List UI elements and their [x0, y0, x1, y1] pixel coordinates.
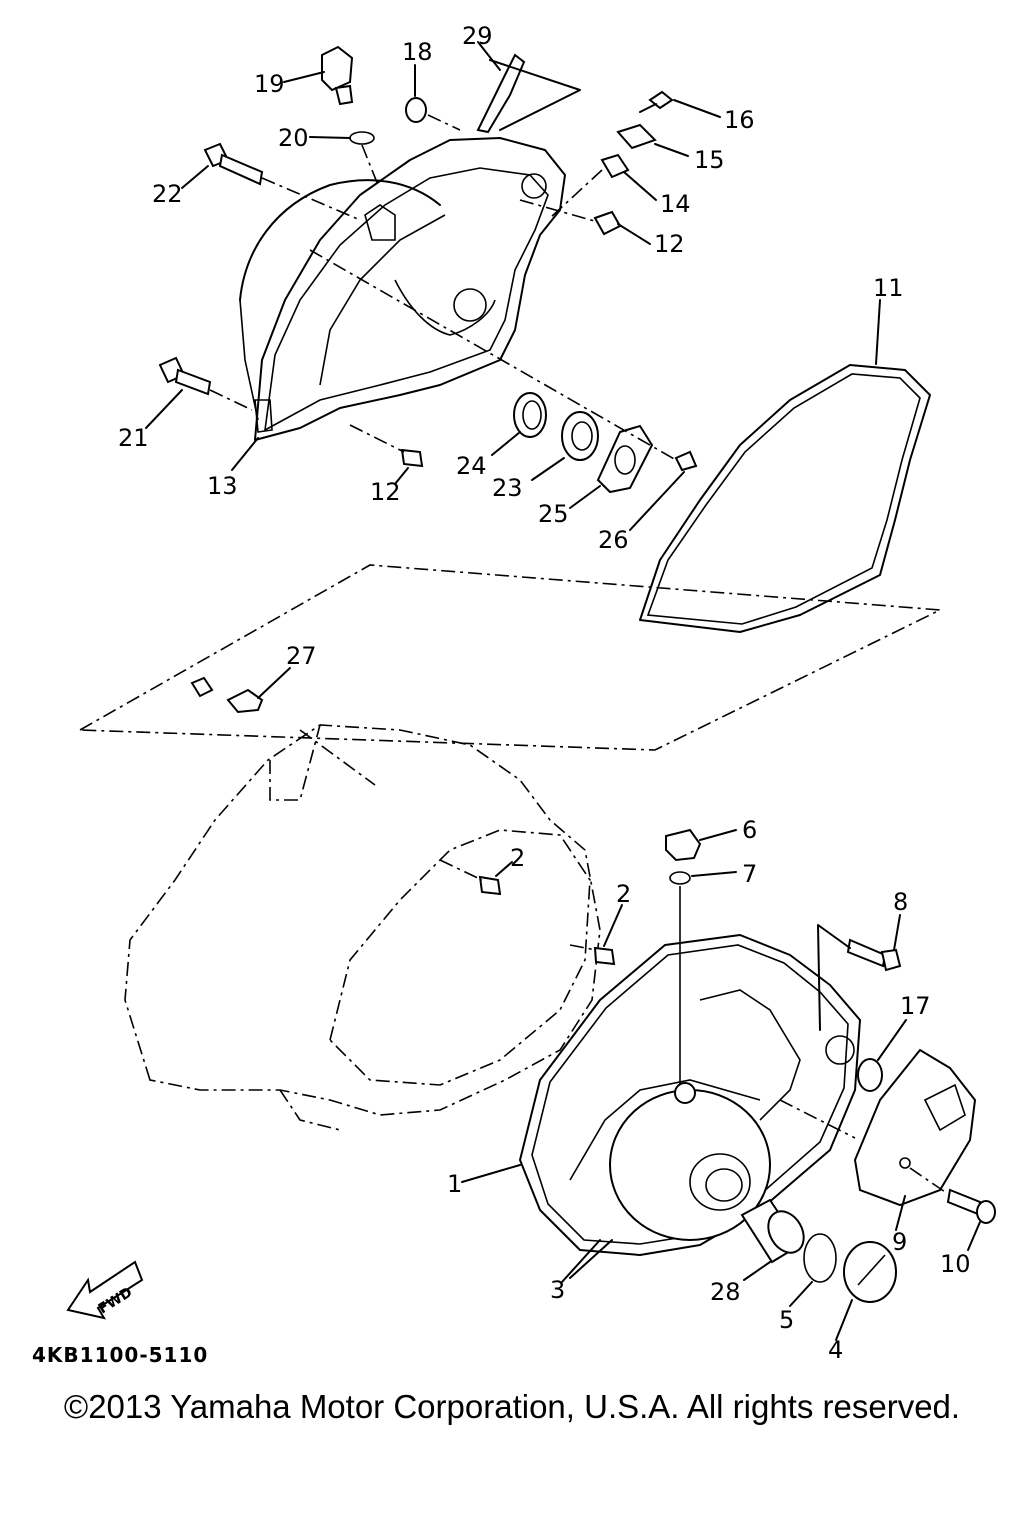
bolt-8 [817, 914, 902, 1031]
assembly-plane [77, 564, 943, 751]
sprocket-cover-9 [779, 1048, 977, 1231]
part-label-22: 22 [152, 180, 183, 208]
part-label-26: 26 [598, 526, 629, 554]
part-label-11: 11 [873, 274, 904, 302]
copyright-notice: ©2013 Yamaha Motor Corporation, U.S.A. A… [63, 1388, 961, 1425]
dowel-pin-2-b [569, 904, 623, 966]
part-label-10: 10 [940, 1250, 971, 1278]
part-label-20: 20 [278, 124, 309, 152]
washer-7 [669, 871, 737, 1085]
part-label-25: 25 [538, 500, 569, 528]
clamp-27 [190, 667, 291, 714]
o-ring-5 [789, 1233, 837, 1307]
bracket-29 [476, 41, 581, 134]
plate-25 [569, 424, 654, 509]
part-number-labels: 1 2 2 3 4 5 6 7 8 9 10 11 12 12 13 14 15… [118, 22, 971, 1364]
plug-4 [835, 1241, 897, 1341]
leader-3 [561, 1239, 601, 1283]
dowel-pin-12-lower [349, 424, 424, 485]
crankcase-cover-13 [239, 137, 566, 441]
screw-16 [639, 90, 721, 118]
crankcase-cover-1 [461, 934, 861, 1279]
collar-28 [740, 1198, 805, 1281]
grommet-14 [549, 153, 657, 219]
drain-plug-6 [665, 828, 737, 862]
fwd-arrow-icon: FWD [66, 1260, 144, 1320]
part-label-13: 13 [207, 472, 238, 500]
part-label-6: 6 [742, 816, 757, 844]
part-label-27: 27 [286, 642, 317, 670]
bolt-22 [181, 142, 361, 221]
oil-seal-24 [491, 392, 547, 456]
part-label-4: 4 [828, 1336, 843, 1364]
part-label-14: 14 [660, 190, 691, 218]
part-label-18: 18 [402, 38, 433, 66]
part-label-15: 15 [694, 146, 725, 174]
dowel-pin-12-upper [519, 199, 651, 245]
screw-10 [909, 1167, 996, 1251]
crankcase-phantom [124, 724, 601, 1131]
screw-26 [629, 450, 698, 531]
bolt-21 [145, 356, 253, 429]
cap-15 [616, 123, 689, 157]
diagram-code: 4KB1100-5110 [32, 1343, 209, 1367]
part-label-21: 21 [118, 424, 149, 452]
oil-filler-cap-19 [283, 45, 354, 106]
oil-seal-18 [405, 64, 461, 131]
dowel-pin-2-a [439, 859, 513, 896]
bearing-23 [531, 411, 599, 481]
axis-line-upper [309, 249, 677, 461]
gasket-11 [639, 299, 931, 633]
part-label-9: 9 [892, 1228, 907, 1256]
part-label-2-b: 2 [616, 880, 631, 908]
part-label-12-a: 12 [654, 230, 685, 258]
part-label-7: 7 [742, 860, 757, 888]
leader-13 [231, 437, 259, 471]
part-label-16: 16 [724, 106, 755, 134]
part-label-1: 1 [447, 1170, 462, 1198]
part-label-5: 5 [779, 1306, 794, 1334]
part-label-29: 29 [462, 22, 493, 50]
part-label-23: 23 [492, 474, 523, 502]
o-ring-20 [309, 131, 379, 186]
part-label-8: 8 [893, 888, 908, 916]
part-label-2-a: 2 [510, 844, 525, 872]
part-label-19: 19 [254, 70, 285, 98]
part-label-24: 24 [456, 452, 487, 480]
part-label-28: 28 [710, 1278, 741, 1306]
part-label-12-b: 12 [370, 478, 401, 506]
part-label-17: 17 [900, 992, 931, 1020]
part-label-3: 3 [550, 1276, 565, 1304]
oil-seal-17 [857, 1019, 907, 1092]
